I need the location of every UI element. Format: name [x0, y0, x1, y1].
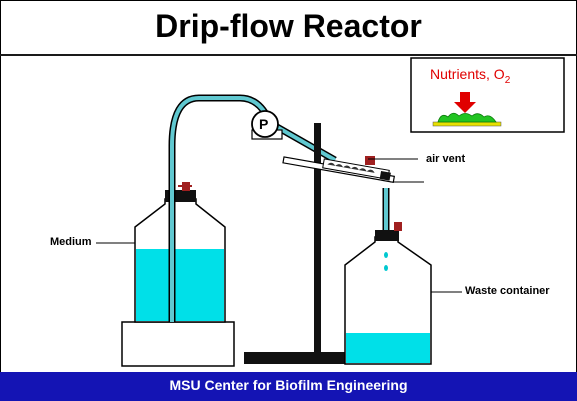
inset-slide [432, 121, 502, 127]
footer-banner: MSU Center for Biofilm Engineering [0, 372, 577, 401]
drip [384, 265, 388, 271]
pump-label: P [259, 116, 269, 132]
ring-stand-base [244, 352, 368, 364]
down-arrow-icon [454, 92, 476, 113]
medium-liquid [136, 249, 224, 321]
waste-liquid [346, 333, 430, 363]
waste-container-cap [375, 230, 399, 241]
air-vent-label: air vent [426, 153, 466, 165]
reactor-chamber [282, 156, 396, 183]
pump-icon [251, 110, 279, 138]
ring-stand-rod [314, 123, 321, 355]
waste-label: Waste container [465, 285, 550, 297]
drip [384, 252, 388, 258]
title-divider [0, 54, 577, 56]
inset-label: Nutrients, O2 [430, 66, 511, 86]
inset-biofilm [437, 112, 497, 123]
air-vent-icon [365, 156, 375, 165]
bottle-stand [121, 321, 235, 367]
medium-label: Medium [50, 236, 92, 248]
slide-title: Drip-flow Reactor [155, 8, 422, 44]
